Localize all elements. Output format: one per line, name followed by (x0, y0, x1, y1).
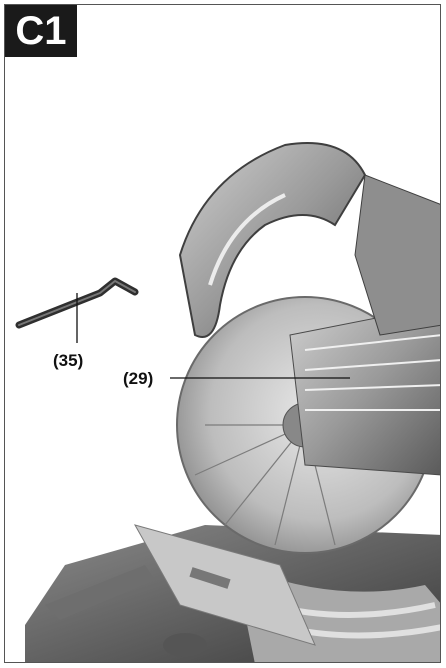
callout-label-35: (35) (53, 351, 84, 370)
saw-handle (178, 142, 367, 338)
callout-label-29: (29) (123, 369, 154, 388)
figure-tag: C1 (5, 5, 77, 57)
miter-saw-illustration (15, 142, 440, 662)
figure-frame: C1 (35) (29) (4, 4, 441, 663)
